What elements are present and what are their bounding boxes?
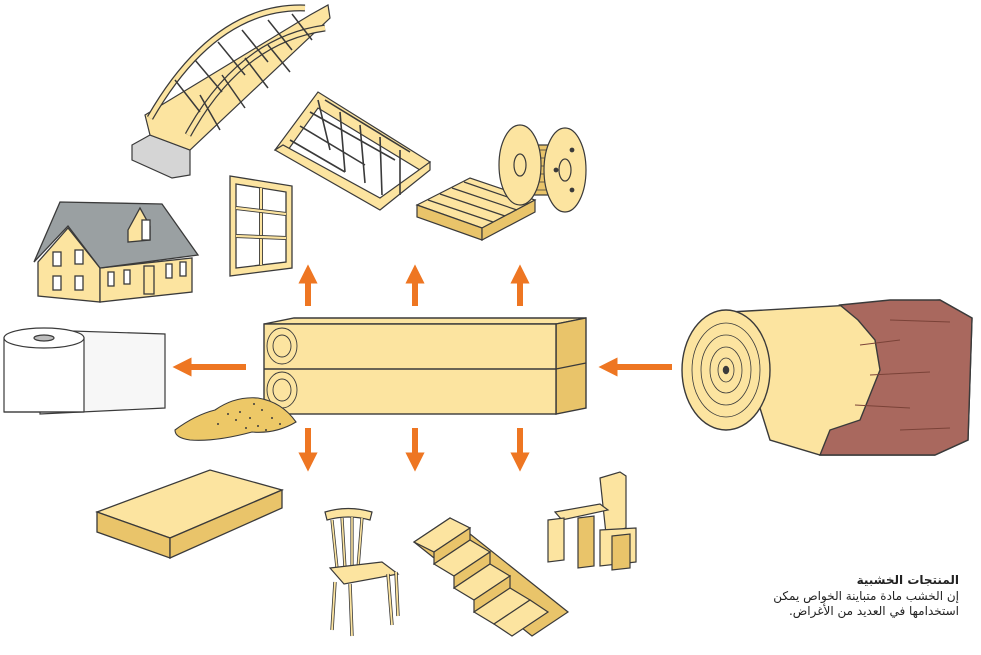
wood-blocks-icon [547,471,637,571]
caption-body: إن الخشب مادة متباينة الخواص يمكن استخدا… [629,589,959,619]
cable-reel-icon [498,124,587,213]
caption-line-2: استخدامها في العديد من الأغراض. [788,604,959,618]
caption-title: المنتجات الخشبية [856,573,959,587]
chair-icon [324,507,400,637]
arrows [172,264,672,472]
window-frame-icon [229,175,293,277]
board-panel-icon [95,469,284,560]
sawdust-icon [174,397,297,441]
house-icon [33,201,200,303]
log-icon [681,299,973,456]
caption-line-1: إن الخشب مادة متباينة الخواص يمكن [773,589,959,603]
bridge-icon [131,4,331,179]
caption: المنتجات الخشبية إن الخشب مادة متباينة ا… [629,573,959,619]
paper-roll-icon [3,327,166,415]
roof-truss-icon [273,91,432,211]
staircase-icon [412,517,570,637]
lumber-beam-icon [263,317,587,415]
